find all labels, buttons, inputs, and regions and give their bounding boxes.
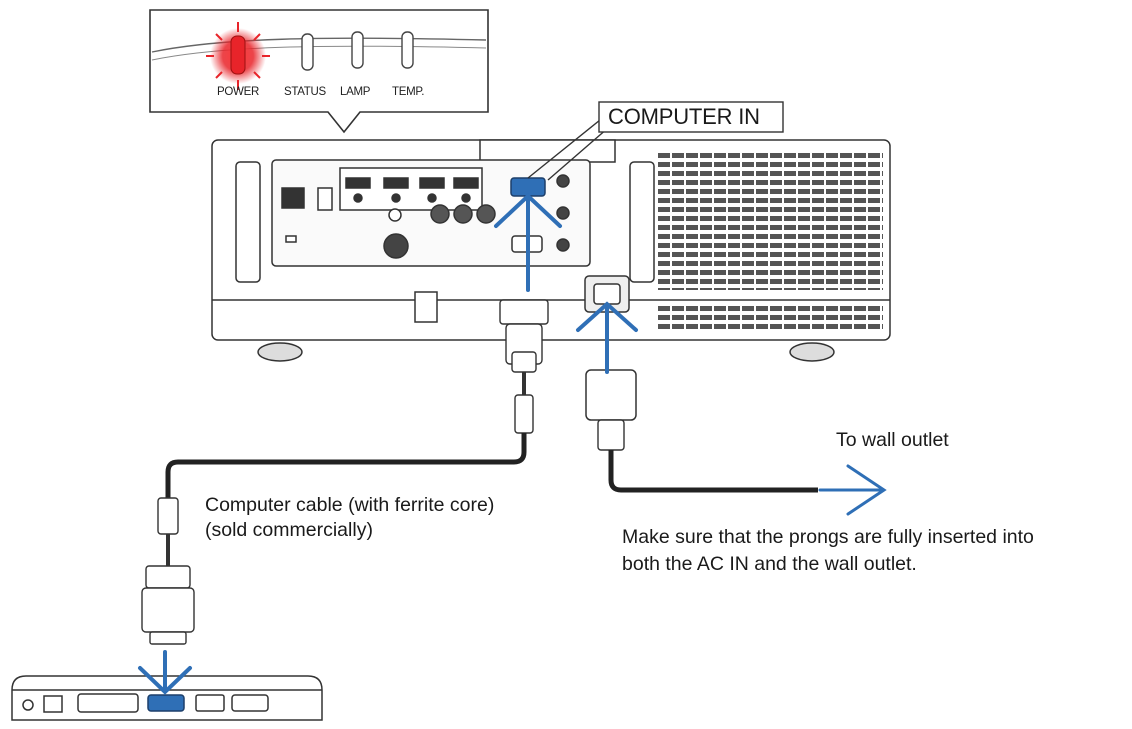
prongs-note-line1: Make sure that the prongs are fully inse… — [622, 526, 1034, 548]
vga-cable — [157, 370, 534, 566]
arrow-to-computer-in — [494, 193, 562, 292]
power-label: POWER — [217, 86, 259, 98]
vga-plug-computer — [141, 565, 195, 645]
indicator-panel — [149, 9, 489, 134]
arrow-to-laptop — [138, 650, 192, 695]
laptop — [11, 675, 323, 721]
arrow-to-ac-in — [576, 301, 638, 374]
cable-label-line1: Computer cable (with ferrite core) — [205, 494, 495, 516]
computer-in-label: COMPUTER IN — [608, 104, 760, 129]
power-led-burst — [206, 22, 270, 90]
prongs-note-line2: both the AC IN and the wall outlet. — [622, 553, 917, 575]
temp-led — [401, 31, 414, 69]
status-label: STATUS — [284, 86, 326, 98]
computer-in-callout — [527, 101, 784, 181]
lamp-label: LAMP — [340, 86, 371, 98]
power-cord — [585, 369, 818, 493]
projector — [211, 139, 891, 362]
wall-outlet-label: To wall outlet — [836, 429, 949, 451]
temp-label: TEMP. — [392, 86, 425, 98]
laptop-vga-port — [147, 694, 185, 712]
cable-label-line2: (sold commercially) — [205, 519, 373, 541]
lamp-led — [351, 31, 364, 69]
status-led — [301, 33, 314, 71]
vga-plug-projector — [499, 299, 549, 373]
arrow-to-wall-outlet — [818, 464, 887, 516]
power-led — [230, 35, 246, 75]
